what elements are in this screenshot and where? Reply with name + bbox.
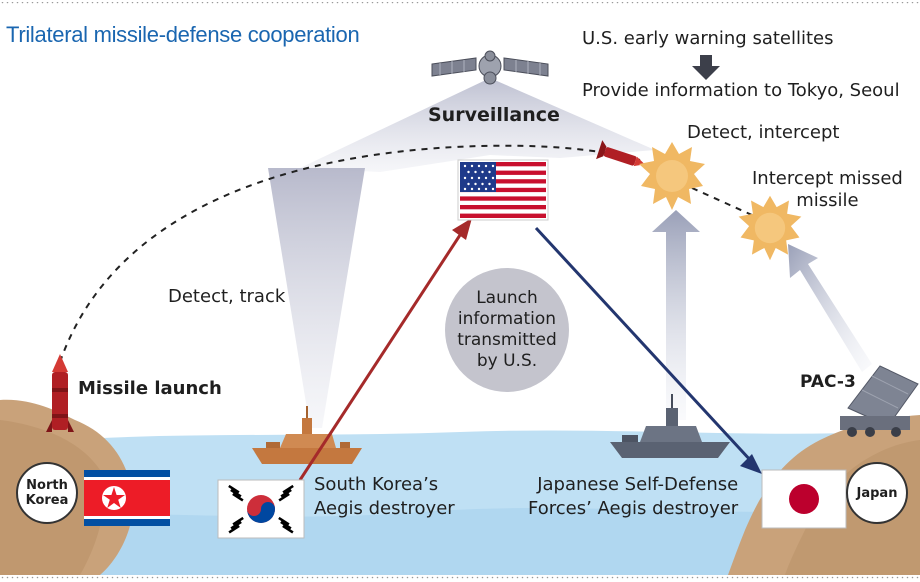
detect-track-beam <box>268 168 365 428</box>
pac3-intercept-arrow <box>788 244 872 372</box>
missile-trajectory <box>59 144 641 363</box>
red-info-arrow <box>298 218 472 481</box>
blue-info-arrow <box>534 226 762 474</box>
south-korea-flag-icon <box>217 479 305 539</box>
japan-label: Japan <box>846 462 908 524</box>
japan-destroyer-label: Japanese Self-Defense Forces’ Aegis dest… <box>528 474 739 519</box>
satellite-label: U.S. early warning satellites <box>582 28 834 49</box>
provide-info-label: Provide information to Tokyo, Seoul <box>582 80 900 101</box>
detect-intercept-label: Detect, intercept <box>687 122 840 143</box>
page-title: Trilateral missile-defense cooperation <box>6 22 360 47</box>
top-dotted-rule <box>0 2 920 6</box>
pac3-label: PAC-3 <box>800 372 856 392</box>
detect-track-label: Detect, track <box>168 286 286 307</box>
missile-launch-label: Missile launch <box>78 378 222 399</box>
launch-info-text: Launch information transmitted by U.S. <box>457 288 557 371</box>
launch-info-bubble: Launch information transmitted by U.S. <box>445 268 569 392</box>
intercept-up-arrow <box>652 210 700 420</box>
north-korea-flag-icon <box>84 470 170 526</box>
explosion-icon <box>639 142 705 210</box>
intercept-missed-label: Intercept missed missile <box>752 168 903 211</box>
japan-flag-icon <box>761 469 847 529</box>
north-korea-label: North Korea <box>16 462 78 524</box>
surveillance-label: Surveillance <box>428 104 560 126</box>
explosion-icon <box>738 195 802 261</box>
missed-missile-trajectory <box>691 187 753 216</box>
missile-icon <box>46 354 74 432</box>
down-arrow-icon <box>692 55 720 80</box>
us-flag-icon <box>457 159 549 221</box>
pac3-launcher-icon <box>840 365 919 437</box>
satellite-icon <box>431 50 549 85</box>
destroyer-icon <box>610 394 730 458</box>
south-korea-destroyer-label: South Korea’s Aegis destroyer <box>314 474 455 519</box>
bottom-dotted-rule <box>0 575 920 579</box>
